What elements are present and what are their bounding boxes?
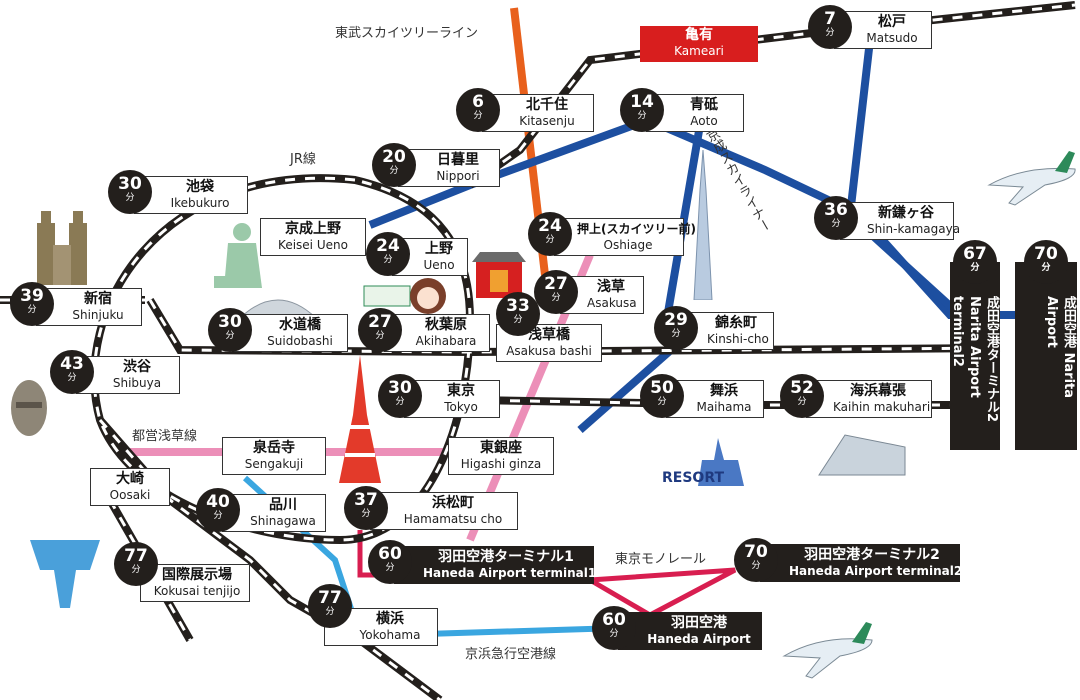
jr-line-label: JR線 xyxy=(290,152,316,167)
disney-resort-text: RESORT xyxy=(662,470,724,486)
makuhari-messe-icon xyxy=(818,434,906,476)
airplane-narita-icon xyxy=(987,151,1076,206)
tokyo-tower-icon xyxy=(339,355,381,483)
tokyo-skytree-icon xyxy=(693,150,713,300)
narita-terminal2-label: 成田空港ターミナル2 Narita Airport terminal2 xyxy=(950,296,999,423)
station-name-jp: 亀有 xyxy=(685,27,713,43)
keikyu-line-label: 京浜急行空港線 xyxy=(465,647,557,662)
tokyo-big-sight-icon xyxy=(30,540,100,608)
saigo-statue-icon xyxy=(214,223,262,288)
kaminarimon-gate-icon xyxy=(472,252,526,298)
moyai-statue-icon xyxy=(11,380,47,436)
tokyo-metropolitan-building-icon xyxy=(37,211,87,285)
station-name-en: Kameari xyxy=(674,44,724,58)
anime-character-icon xyxy=(410,278,446,314)
station-kameari[interactable]: 亀有 Kameari xyxy=(640,26,758,62)
airplane-haneda-icon xyxy=(782,622,873,679)
monorail-line-label: 東京モノレール xyxy=(615,552,707,567)
asakusa-line-label: 都営浅草線 xyxy=(132,429,198,444)
narita-airport-label: 成田空港 Narita Airport xyxy=(1044,296,1076,399)
disney-castle-icon: RESORT xyxy=(662,438,744,486)
tobu-line-label: 東武スカイツリーライン xyxy=(335,26,479,41)
